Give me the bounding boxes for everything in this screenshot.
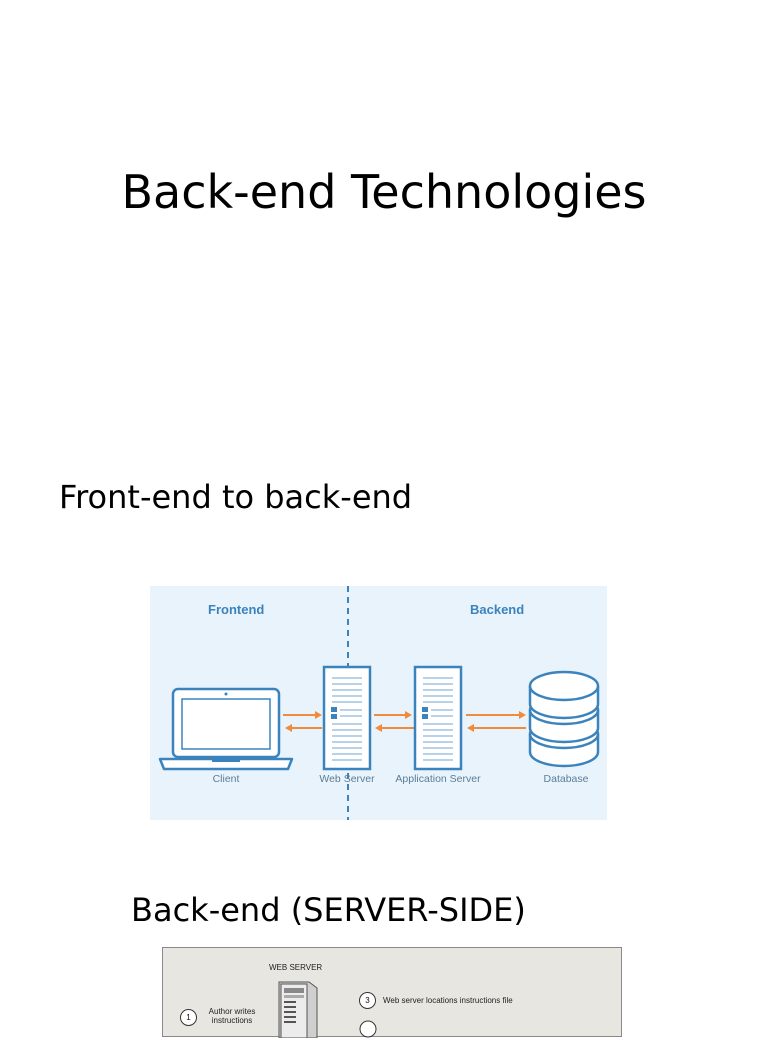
architecture-illustration (158, 586, 600, 820)
step-text-3: Web server locations instructions file (383, 996, 513, 1005)
arrows-client-webserver (283, 711, 322, 732)
client-label: Client (212, 773, 240, 785)
database-icon (528, 670, 600, 768)
backend-label: Backend (470, 602, 525, 617)
frontend-backend-diagram: Frontend Backend Client Web Server Appli… (150, 586, 607, 820)
server-side-diagram: WEB SERVER 1 Author writes instructions … (162, 947, 622, 1038)
laptop-icon (158, 687, 294, 771)
web-server-title: WEB SERVER (269, 963, 323, 972)
section-heading-server-side: Back-end (SERVER-SIDE) (131, 891, 526, 929)
slide-title: Back-end Technologies (121, 165, 647, 219)
step-number-1: 1 (180, 1009, 197, 1026)
step-text-1: Author writes instructions (208, 1007, 256, 1025)
server-tower-icon (278, 981, 318, 1038)
step-circle-partial (359, 1020, 377, 1038)
web-server-label: Web Server (319, 773, 375, 785)
step-number-3: 3 (359, 992, 376, 1009)
frontend-label: Frontend (208, 602, 265, 617)
database-label: Database (543, 773, 589, 785)
application-server-label: Application Server (395, 773, 481, 785)
arrows-webserver-appserver (374, 711, 414, 732)
section-heading-front-to-back: Front-end to back-end (59, 478, 413, 516)
web-server-icon (322, 665, 372, 771)
arrows-appserver-database (466, 711, 526, 732)
application-server-icon (413, 665, 463, 771)
